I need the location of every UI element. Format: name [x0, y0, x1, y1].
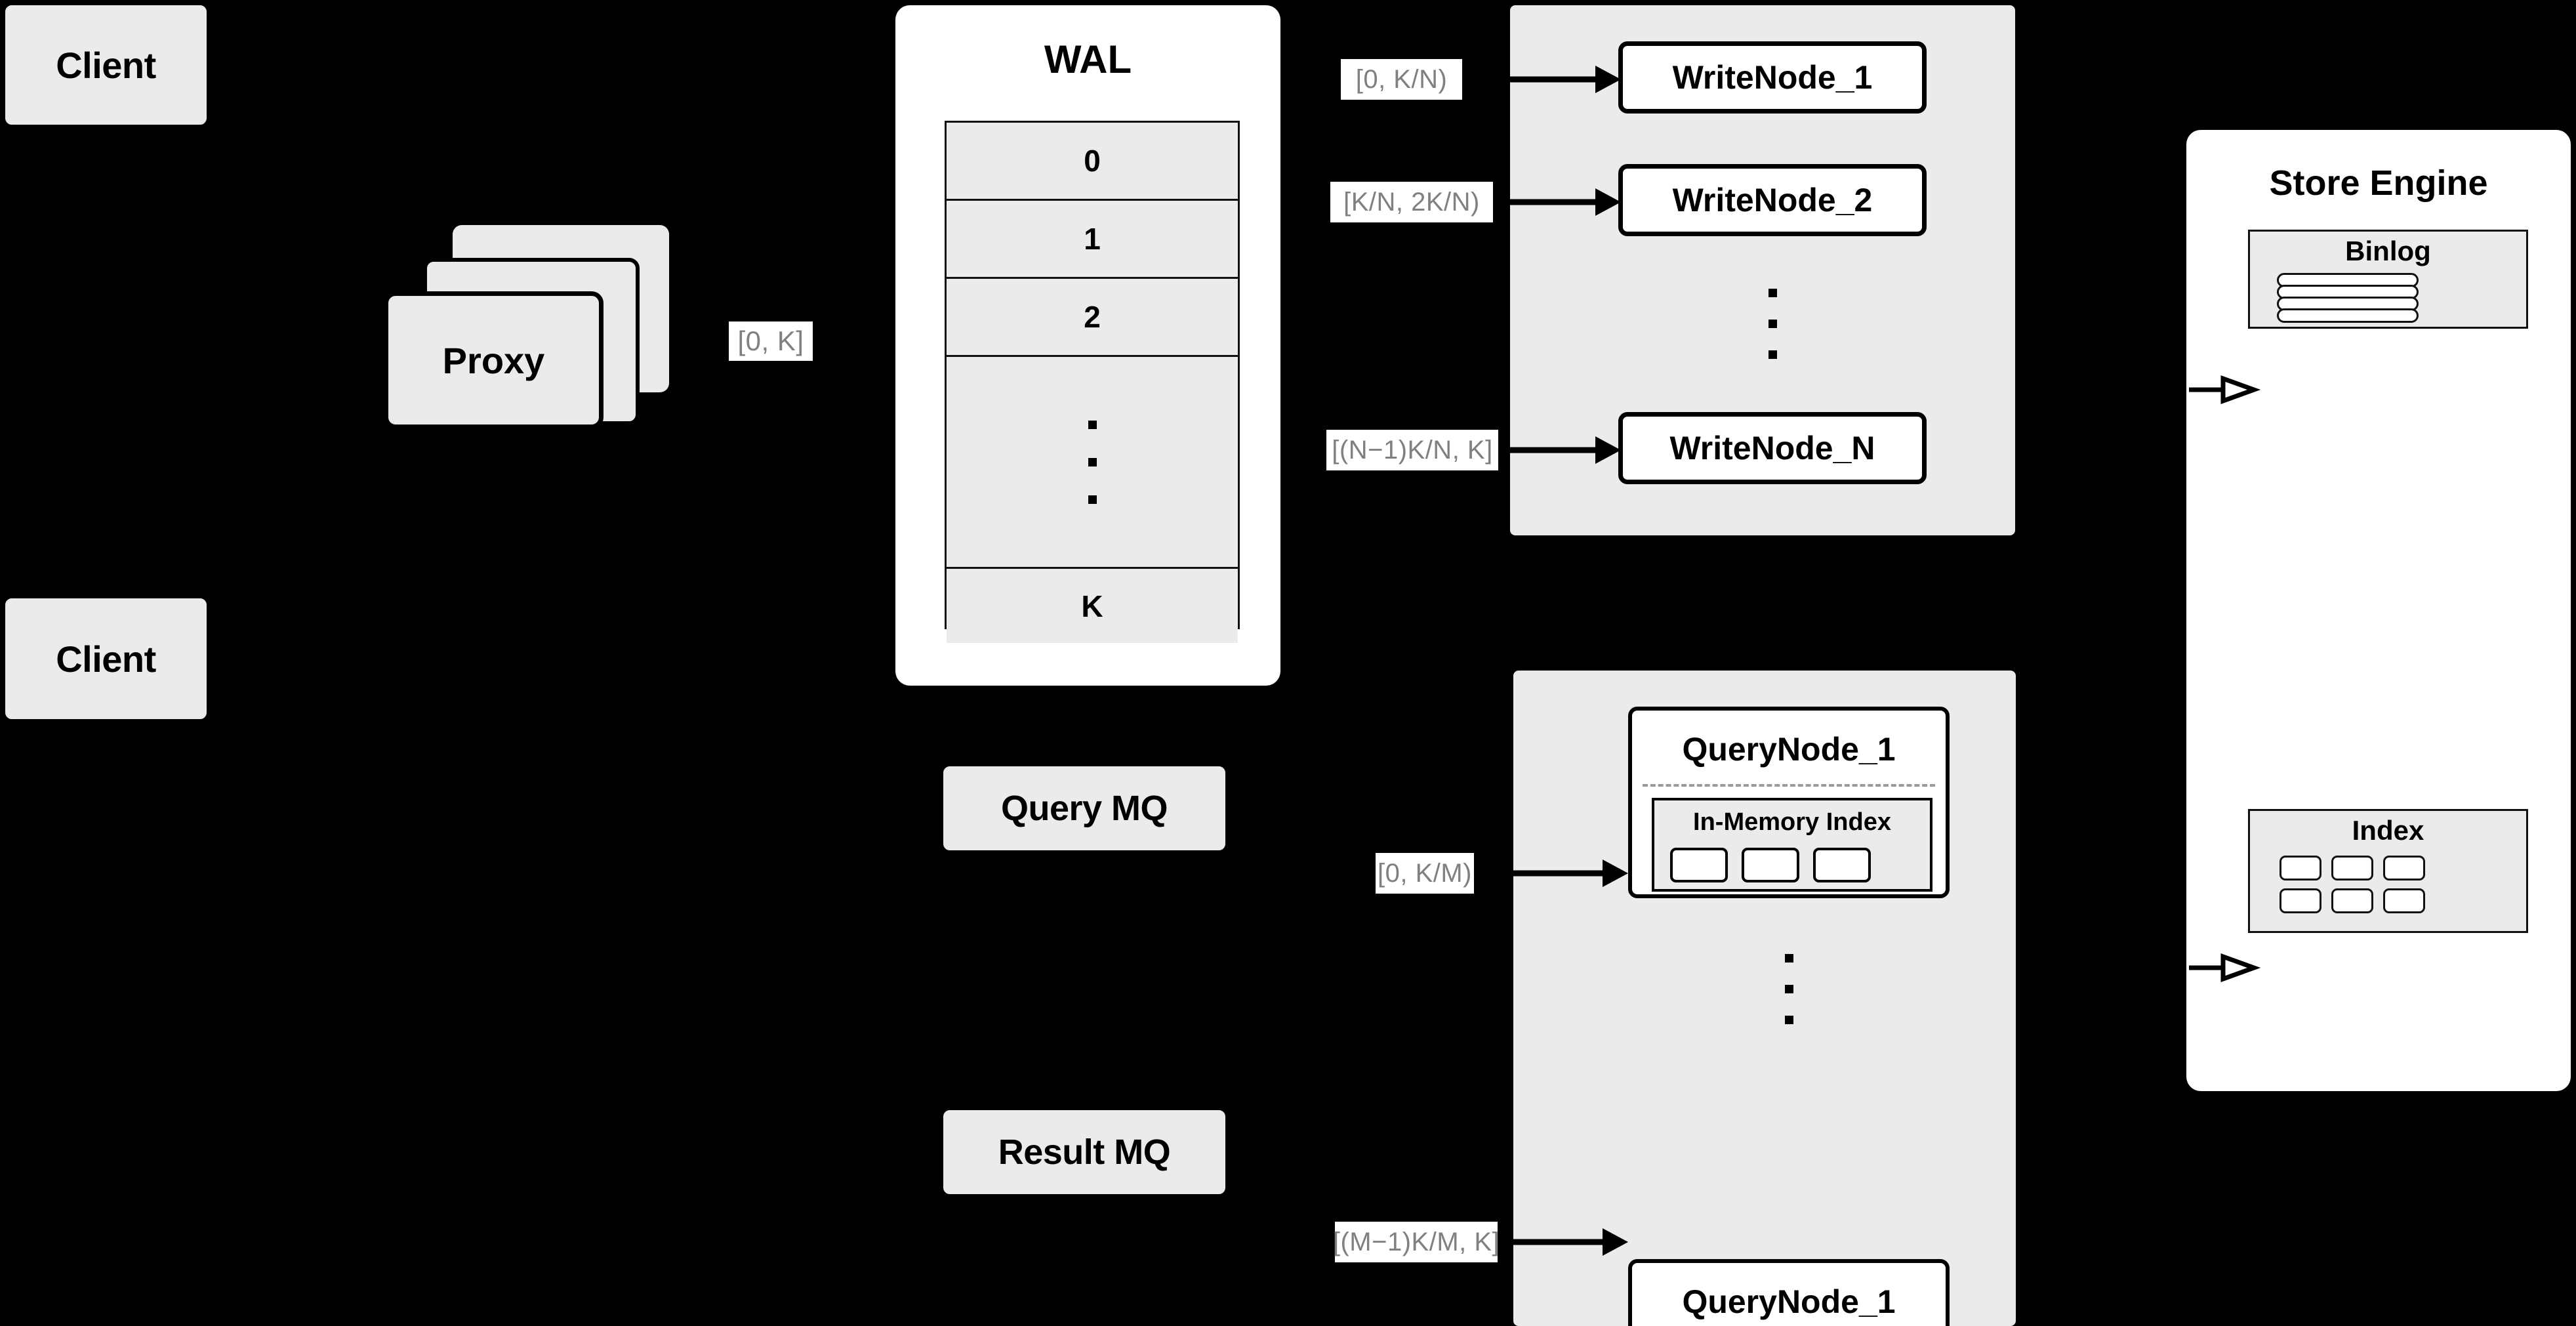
arrow-to-write-node-1 [1467, 66, 1621, 93]
proxy-range-label: [0, K] [729, 321, 813, 361]
write-node-2[interactable]: WriteNode_2 [1618, 164, 1927, 236]
store-index-chip[interactable] [2383, 888, 2425, 913]
write-node-n-range-label: [(N−1)K/N, K] [1326, 430, 1498, 470]
query-node-label: QueryNode_1 [1682, 1283, 1896, 1320]
write-node-label: WriteNode_N [1669, 430, 1875, 466]
query-node-ellipsis [1628, 933, 1950, 1045]
store-index-chip[interactable] [2280, 856, 2321, 881]
write-node-1-range-label: [0, K/N) [1341, 59, 1462, 100]
write-node-2-range-label: [K/N, 2K/N) [1330, 182, 1493, 222]
wal-row-label: 0 [1084, 144, 1101, 178]
write-node-label: WriteNode_2 [1672, 182, 1873, 218]
wal-row[interactable]: K [947, 569, 1238, 643]
binlog-title: Binlog [2345, 236, 2431, 266]
wal-row-label: 1 [1084, 222, 1101, 256]
write-node-n[interactable]: WriteNode_N [1618, 412, 1927, 484]
range-text: [0, K/M) [1377, 858, 1473, 888]
proxy-box[interactable]: Proxy [384, 291, 603, 429]
query-node-1[interactable]: QueryNode_1 In-Memory Index [1628, 707, 1950, 898]
arrow-to-query-node-2 [1502, 1228, 1628, 1256]
query-node-2[interactable]: QueryNode_1 In-Memory Index [1628, 1259, 1950, 1326]
store-index-chip[interactable] [2383, 856, 2425, 881]
wal-row-ellipsis [947, 357, 1238, 569]
wal-list: 0 1 2 K [945, 121, 1240, 643]
binlog-bar[interactable] [2277, 308, 2419, 323]
arrow-to-binlog [2189, 375, 2261, 404]
wal-title: WAL [1044, 37, 1132, 81]
query-mq-label: Query MQ [1000, 789, 1168, 828]
range-text: [(M−1)K/M, K] [1332, 1227, 1500, 1256]
wal-panel: WAL 0 1 2 K [895, 5, 1280, 686]
arrow-to-write-node-2 [1498, 188, 1621, 216]
query-node-1-range-label: [0, K/M) [1376, 853, 1474, 894]
query-mq-box[interactable]: Query MQ [943, 766, 1225, 850]
write-node-1[interactable]: WriteNode_1 [1618, 41, 1927, 114]
store-index-chip[interactable] [2280, 888, 2321, 913]
range-text: [0, K] [737, 325, 804, 356]
write-node-label: WriteNode_1 [1672, 59, 1873, 96]
range-text: [(N−1)K/N, K] [1332, 435, 1493, 465]
in-memory-index-title: In-Memory Index [1693, 808, 1891, 836]
index-chip[interactable] [1813, 848, 1871, 882]
store-index-box: Index [2248, 809, 2528, 933]
query-node-group-panel: QueryNode_1 In-Memory Index QueryNode_1 … [1513, 671, 2016, 1326]
arrow-to-store-index [2189, 953, 2261, 982]
index-chip[interactable] [1742, 848, 1799, 882]
range-text: [K/N, 2K/N) [1343, 187, 1480, 217]
proxy-label: Proxy [442, 339, 545, 381]
query-node-2-range-label: [(M−1)K/M, K] [1332, 1222, 1500, 1262]
wal-row[interactable]: 0 [947, 123, 1238, 201]
wal-row-label: K [1081, 589, 1103, 623]
result-mq-label: Result MQ [998, 1132, 1171, 1172]
query-node-label: QueryNode_1 [1682, 731, 1896, 768]
arrow-to-query-node-1 [1479, 860, 1628, 887]
arrow-to-write-node-n [1503, 436, 1621, 464]
wal-row-label: 2 [1084, 300, 1101, 334]
client-label: Client [56, 44, 156, 86]
client-box-2[interactable]: Client [5, 598, 207, 719]
write-node-group-panel: WriteNode_1 WriteNode_2 WriteNode_N [1510, 5, 2015, 535]
binlog-box: Binlog [2248, 230, 2528, 329]
store-index-title: Index [2352, 815, 2424, 846]
store-engine-panel: Store Engine Binlog Index [2186, 130, 2571, 1091]
store-engine-title: Store Engine [2269, 163, 2488, 203]
client-label: Client [56, 638, 156, 680]
store-index-chip[interactable] [2331, 888, 2373, 913]
index-chip[interactable] [1670, 848, 1728, 882]
write-node-ellipsis [1618, 268, 1927, 379]
query-node-separator [1643, 784, 1935, 787]
store-index-chip[interactable] [2331, 856, 2373, 881]
wal-row[interactable]: 2 [947, 279, 1238, 357]
result-mq-box[interactable]: Result MQ [943, 1110, 1225, 1194]
range-text: [0, K/N) [1355, 64, 1448, 94]
wal-row[interactable]: 1 [947, 201, 1238, 279]
client-box-1[interactable]: Client [5, 5, 207, 125]
in-memory-index-box: In-Memory Index [1652, 798, 1932, 892]
